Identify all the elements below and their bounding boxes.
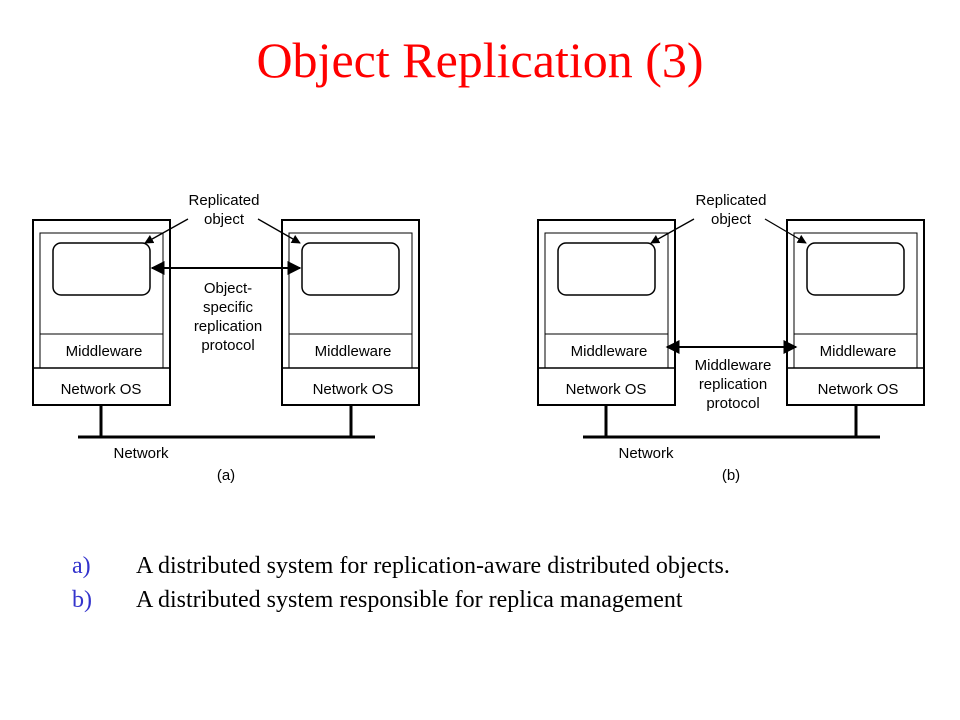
replicated-object-label: object [711, 211, 752, 228]
protocol-label: Middleware [695, 357, 772, 374]
protocol-label: specific [203, 299, 254, 316]
replicated-object-label: Replicated [696, 192, 767, 209]
protocol-label: protocol [706, 395, 759, 412]
diagram-sublabel: (a) [217, 467, 235, 484]
caption-text: A distributed system responsible for rep… [136, 587, 683, 613]
callout-arrow [257, 218, 301, 244]
network-os-label: Network OS [61, 381, 142, 398]
callout-arrow [650, 218, 695, 244]
slide-title: Object Replication (3) [256, 32, 704, 88]
protocol-label: protocol [201, 337, 254, 354]
replicated-object-label: object [204, 211, 245, 228]
machine-right: Middleware Network OS [786, 219, 925, 406]
middleware-label: Middleware [315, 343, 392, 360]
replicated-object-label: Replicated [189, 192, 260, 209]
diagram-a: Middleware Network OS Middleware Network… [32, 192, 420, 484]
middleware-label: Middleware [571, 343, 648, 360]
replicated-object-box [301, 242, 400, 296]
machine-left: Middleware Network OS [32, 219, 171, 406]
protocol-label: replication [194, 318, 262, 335]
protocol-label: Object- [204, 280, 252, 297]
replicated-object-box [557, 242, 656, 296]
caption-list: a) A distributed system for replication-… [72, 549, 952, 617]
diagram-b: Middleware Network OS Middleware Network… [537, 192, 925, 484]
network-bus [583, 405, 880, 439]
middleware-label: Middleware [820, 343, 897, 360]
callout-arrow [144, 218, 189, 244]
caption-item: b) A distributed system responsible for … [72, 583, 952, 617]
caption-marker: a) [72, 553, 91, 579]
machine-left: Middleware Network OS [537, 219, 676, 406]
replicated-object-box [52, 242, 151, 296]
protocol-label: replication [699, 376, 767, 393]
middleware-label: Middleware [66, 343, 143, 360]
network-label: Network [113, 445, 169, 462]
network-os-label: Network OS [313, 381, 394, 398]
callout-arrow [764, 218, 807, 244]
diagram-sublabel: (b) [722, 467, 740, 484]
network-bus [78, 405, 375, 439]
caption-marker: b) [72, 587, 92, 613]
network-os-label: Network OS [566, 381, 647, 398]
replicated-object-box [806, 242, 905, 296]
machine-right: Middleware Network OS [281, 219, 420, 406]
caption-text: A distributed system for replication-awa… [136, 553, 730, 579]
caption-item: a) A distributed system for replication-… [72, 549, 952, 583]
network-os-label: Network OS [818, 381, 899, 398]
network-label: Network [618, 445, 674, 462]
